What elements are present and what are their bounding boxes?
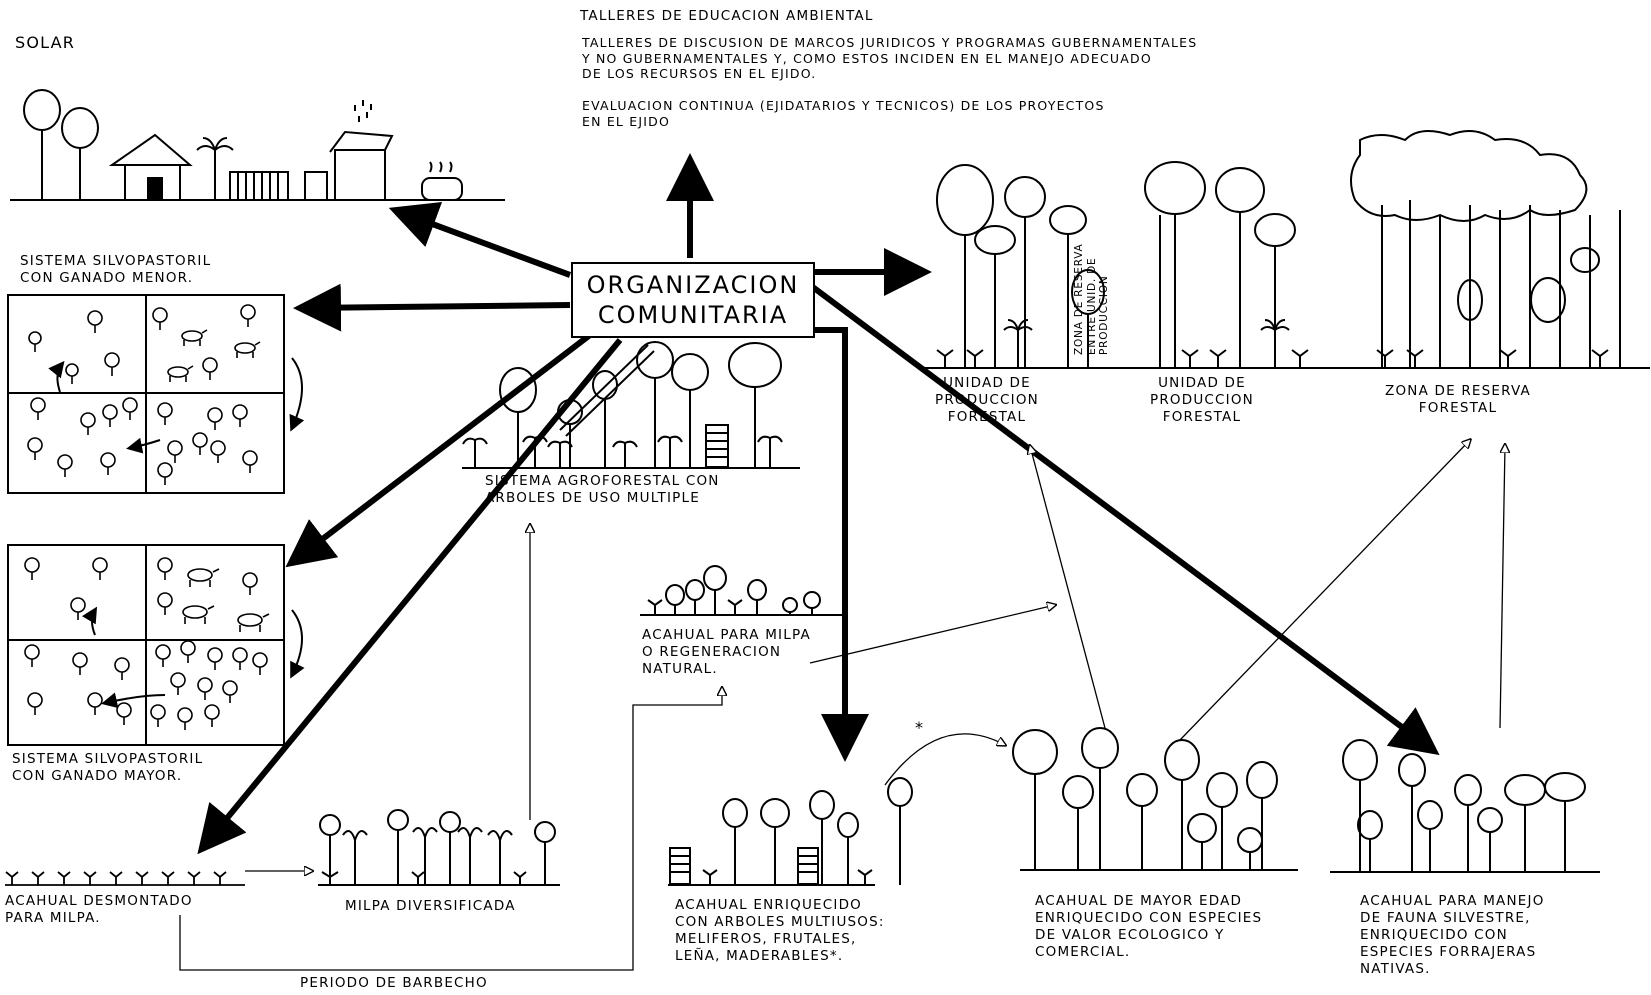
tree-icon — [728, 342, 782, 468]
tree-icon — [1544, 772, 1586, 872]
tree-icon — [1398, 753, 1426, 872]
acahual-enriquecido-label: ACAHUAL ENRIQUECIDO CON ARBOLES MULTIUSO… — [675, 897, 885, 964]
silvopastoril-mayor-grid — [7, 544, 305, 746]
tree-icon — [1504, 774, 1546, 872]
cattle-icon — [182, 568, 270, 632]
house-icon — [108, 133, 193, 201]
cattle-icon — [167, 329, 261, 382]
acahual-mayor-label: ACAHUAL DE MAYOR EDAD ENRIQUECIDO CON ES… — [1035, 893, 1263, 960]
tree-icon — [61, 107, 99, 200]
tree-icon — [1457, 279, 1483, 321]
solar-label: SOLAR — [15, 33, 76, 52]
acahual-fauna-label: ACAHUAL PARA MANEJO DE FAUNA SILVESTRE, … — [1360, 893, 1545, 977]
tree-icon — [1071, 269, 1105, 368]
tree-icon — [1144, 161, 1206, 368]
tree-icon — [760, 798, 790, 885]
acahual-desmontado-scene — [5, 871, 245, 886]
zona-vertical-wrap: ZONA DE RESERVA ENTRE UNID. DE PRODUCCIO… — [1073, 205, 1177, 355]
silvo-menor-label: SISTEMA SILVOPASTORIL CON GANADO MENOR. — [20, 253, 212, 286]
tree-icon — [319, 814, 341, 885]
zona-reserva-label: ZONA DE RESERVA FORESTAL — [1385, 383, 1531, 416]
fence — [229, 171, 289, 201]
milpa-label: MILPA DIVERSIFICADA — [345, 898, 516, 914]
tree-icon — [1187, 813, 1217, 870]
tree-icon — [671, 353, 709, 468]
tree-icon — [1570, 247, 1600, 273]
rain — [354, 100, 372, 122]
tree-icon — [665, 584, 685, 615]
tree-icon — [1206, 772, 1238, 870]
top-text-3: EVALUACION CONTINUA (EJIDATARIOS Y TECNI… — [582, 98, 1105, 129]
milpa-scene — [318, 809, 560, 886]
forest-scene — [920, 130, 1650, 369]
thin-arrows — [179, 440, 1505, 971]
tree-icon — [1012, 729, 1058, 870]
tree-icon — [1454, 774, 1482, 872]
acahual-milpa-scene — [640, 565, 845, 616]
tree-icon — [1164, 739, 1200, 870]
tree-icon — [1357, 810, 1383, 872]
tree-icon — [1530, 277, 1566, 323]
acahual-enriquecido-scene — [668, 777, 913, 886]
beehive-icon — [669, 847, 691, 885]
agroforestal-label: SISTEMA AGROFORESTAL CON ARBOLES DE USO … — [485, 473, 720, 506]
tree-icon — [722, 798, 748, 885]
center-line1: ORGANIZACION — [586, 271, 800, 299]
silvopastoril-menor-grid — [7, 294, 305, 494]
tree-icon — [636, 341, 674, 468]
center-line2: COMUNITARIA — [597, 301, 789, 329]
tree-icon — [534, 821, 556, 885]
acahual-milpa-label: ACAHUAL PARA MILPA O REGENERACION NATURA… — [642, 627, 811, 677]
tree-icon — [1126, 773, 1158, 870]
zona-vertical-label: ZONA DE RESERVA ENTRE UNID. DE PRODUCCIO… — [1073, 243, 1111, 355]
tree-icon — [974, 225, 1016, 368]
tree-icon — [887, 777, 913, 885]
tree-icon — [439, 811, 461, 885]
tree-icon — [782, 597, 798, 615]
tree-icon — [1062, 775, 1094, 870]
acahual-fauna-scene — [1330, 739, 1600, 873]
top-text-2: TALLERES DE DISCUSION DE MARCOS JURIDICO… — [582, 35, 1198, 82]
house-icon — [304, 130, 394, 201]
tree-icon — [1237, 827, 1263, 870]
asterisk-mark: * — [915, 718, 925, 737]
periodo-label: PERIODO DE BARBECHO — [300, 975, 488, 991]
center-box: ORGANIZACION COMUNITARIA — [571, 262, 815, 338]
acahual-desmontado-label: ACAHUAL DESMONTADO PARA MILPA. — [5, 893, 193, 926]
tank — [421, 161, 463, 201]
tree-icon — [1215, 167, 1265, 368]
palm-icon — [1003, 319, 1033, 368]
acahual-mayor-scene — [1012, 727, 1298, 871]
tree-icon — [1246, 761, 1278, 870]
tree-icon — [387, 809, 409, 885]
top-text-1: TALLERES DE EDUCACION AMBIENTAL — [580, 8, 874, 24]
solar-scene — [10, 89, 505, 201]
silvo-mayor-label: SISTEMA SILVOPASTORIL CON GANADO MAYOR. — [12, 751, 204, 784]
tree-icon — [1342, 739, 1378, 872]
tree-icon — [499, 367, 537, 468]
tree-icon — [1049, 205, 1087, 368]
tree-icon — [1477, 807, 1503, 872]
tree-icon — [1081, 727, 1119, 870]
tree-icon — [703, 565, 727, 615]
tree-icon — [1004, 176, 1046, 368]
tree-icon — [809, 790, 835, 885]
tree-icon — [803, 591, 821, 615]
beehive-icon — [797, 847, 819, 885]
beehive-icon — [705, 424, 729, 468]
tree-icon — [936, 164, 994, 368]
tree-icon — [837, 812, 859, 885]
agroforestal-scene — [462, 341, 800, 469]
palm-icon — [1260, 319, 1290, 368]
tree-icon — [685, 579, 705, 615]
palm-icon — [196, 137, 234, 200]
unidad2-label: UNIDAD DE PRODUCCION FORESTAL — [1150, 375, 1254, 425]
tree-icon — [747, 579, 767, 615]
arrow-icon — [197, 153, 1440, 855]
tree-icon — [23, 89, 61, 200]
unidad1-label: UNIDAD DE PRODUCCION FORESTAL — [935, 375, 1039, 425]
tree-icon — [1417, 800, 1443, 872]
